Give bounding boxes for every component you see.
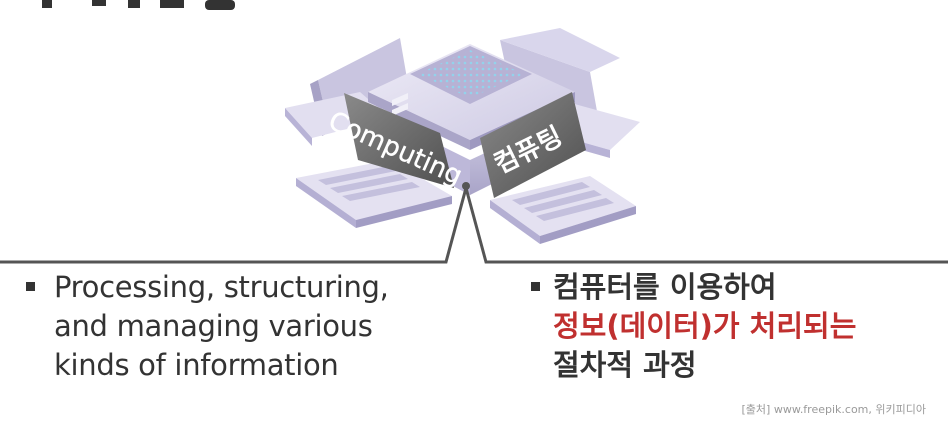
front-right-laptop xyxy=(480,92,636,244)
heading-fragment xyxy=(42,0,235,10)
left-laptop-screen xyxy=(344,93,454,188)
english-definition-line-3: kinds of information xyxy=(54,348,339,382)
chip-dot-grid xyxy=(418,50,524,98)
korean-definition-line-3: 절차적 과정 xyxy=(553,348,697,382)
source-citation: [출처] www.freepik.com, 위키피디아 xyxy=(741,403,926,416)
divider-pointer-line xyxy=(0,182,948,264)
front-left-laptop xyxy=(296,93,454,228)
pointer-origin-dot xyxy=(462,182,470,190)
bullet-marker xyxy=(26,282,35,291)
right-laptop-screen xyxy=(480,92,586,198)
korean-definition: 컴퓨터를 이용하여 정보(데이터)가 처리되는 절차적 과정 xyxy=(531,268,931,385)
bullet-marker xyxy=(531,282,540,291)
english-definition-line-2: and managing various xyxy=(54,309,373,343)
english-definition-line-1: Processing, structuring, xyxy=(54,270,389,304)
english-definition: Processing, structuring, and managing va… xyxy=(26,268,446,385)
korean-definition-line-2: 정보(데이터)가 처리되는 xyxy=(553,309,857,343)
korean-definition-line-1: 컴퓨터를 이용하여 xyxy=(553,270,777,304)
